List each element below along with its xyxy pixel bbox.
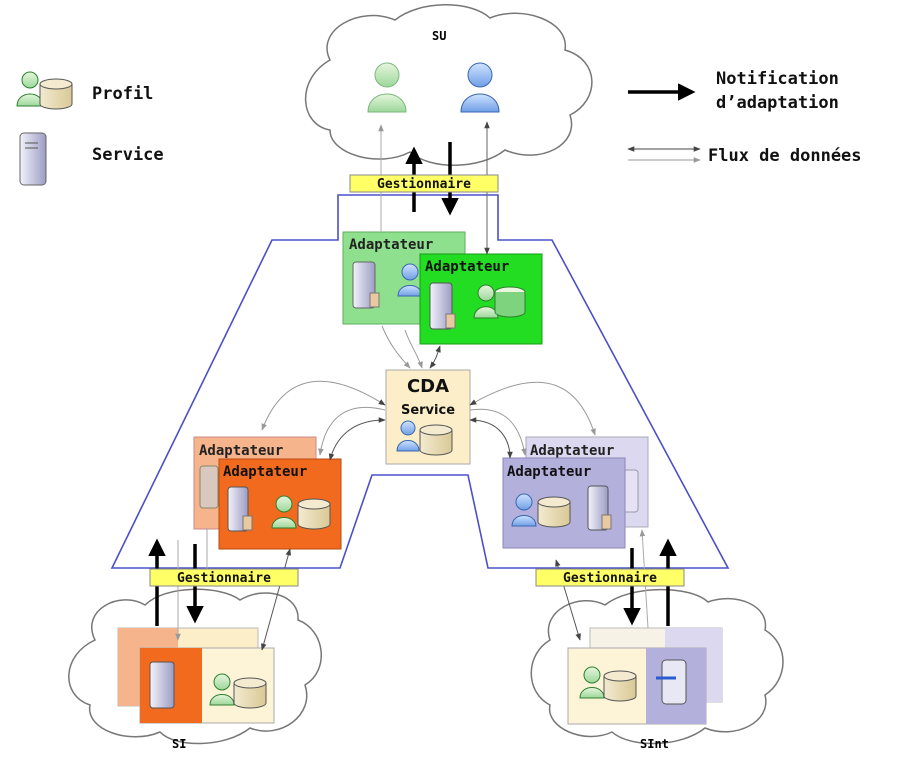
cda-title: CDA: [407, 376, 449, 397]
su-cloud-label: SU: [432, 29, 446, 43]
legend-service-label: Service: [92, 145, 164, 165]
profile-icon: [209, 673, 235, 706]
cda-subtitle: Service: [401, 403, 455, 418]
legend-profil-label: Profil: [92, 84, 153, 104]
profile-icon: [473, 284, 526, 319]
profile-icon: [396, 420, 420, 452]
sint-stack: [567, 627, 723, 725]
profile-icon: [397, 263, 423, 297]
legend-service: Service: [19, 132, 164, 186]
su-cloud: SU: [304, 4, 593, 166]
database-icon: [537, 496, 571, 528]
device-icon: [656, 659, 687, 705]
database-icon: [419, 424, 453, 456]
adapter-orange-front: Adaptateur: [218, 458, 342, 550]
manager-top: Gestionnaire: [349, 174, 499, 193]
adapter-orange-back-label: Adaptateur: [199, 443, 283, 459]
server-icon: [587, 485, 612, 531]
legend-notification-line2: d’adaptation: [716, 93, 839, 113]
manager-left: Gestionnaire: [149, 568, 299, 587]
cda-service: CDA Service: [385, 369, 471, 465]
sint-cloud-label: SInt: [640, 737, 669, 751]
database-icon: [297, 498, 331, 530]
legend-notification-line1: Notification: [716, 69, 839, 89]
profile-icon: [511, 493, 537, 527]
legend-profil: Profil: [16, 71, 153, 110]
adapter-green-front-label: Adaptateur: [425, 259, 509, 275]
profile-icon: [579, 666, 605, 699]
manager-left-label: Gestionnaire: [177, 571, 271, 586]
si-cloud-label: SI: [172, 737, 186, 751]
adapter-purple-back-label: Adaptateur: [530, 443, 614, 459]
user-icon-light: [367, 62, 407, 113]
adapter-purple-front: Adaptateur: [502, 457, 626, 549]
data-flow-curves: [261, 325, 596, 461]
server-icon: [149, 661, 175, 709]
si-stack: [117, 627, 275, 724]
adapter-green-front: Adaptateur: [419, 253, 543, 345]
profile-icon: [16, 71, 73, 110]
adaptation-frame: [110, 194, 730, 569]
database-icon: [233, 677, 267, 709]
manager-right: Gestionnaire: [535, 568, 685, 587]
adapter-orange-front-label: Adaptateur: [223, 464, 307, 480]
legend-flux: Flux de données: [627, 146, 862, 166]
user-icon-green: [460, 62, 500, 113]
server-icon: [227, 486, 253, 532]
server-icon: [429, 282, 456, 330]
manager-right-label: Gestionnaire: [563, 571, 657, 586]
legend-flux-label: Flux de données: [708, 146, 862, 166]
database-icon: [603, 670, 637, 702]
manager-top-label: Gestionnaire: [377, 177, 471, 192]
adapter-green-back-label: Adaptateur: [349, 237, 433, 253]
server-icon: [352, 261, 380, 309]
profile-icon: [271, 495, 297, 529]
server-icon: [19, 132, 47, 186]
legend-notification: Notification d’adaptation: [628, 69, 839, 113]
adapter-purple-front-label: Adaptateur: [507, 464, 591, 480]
